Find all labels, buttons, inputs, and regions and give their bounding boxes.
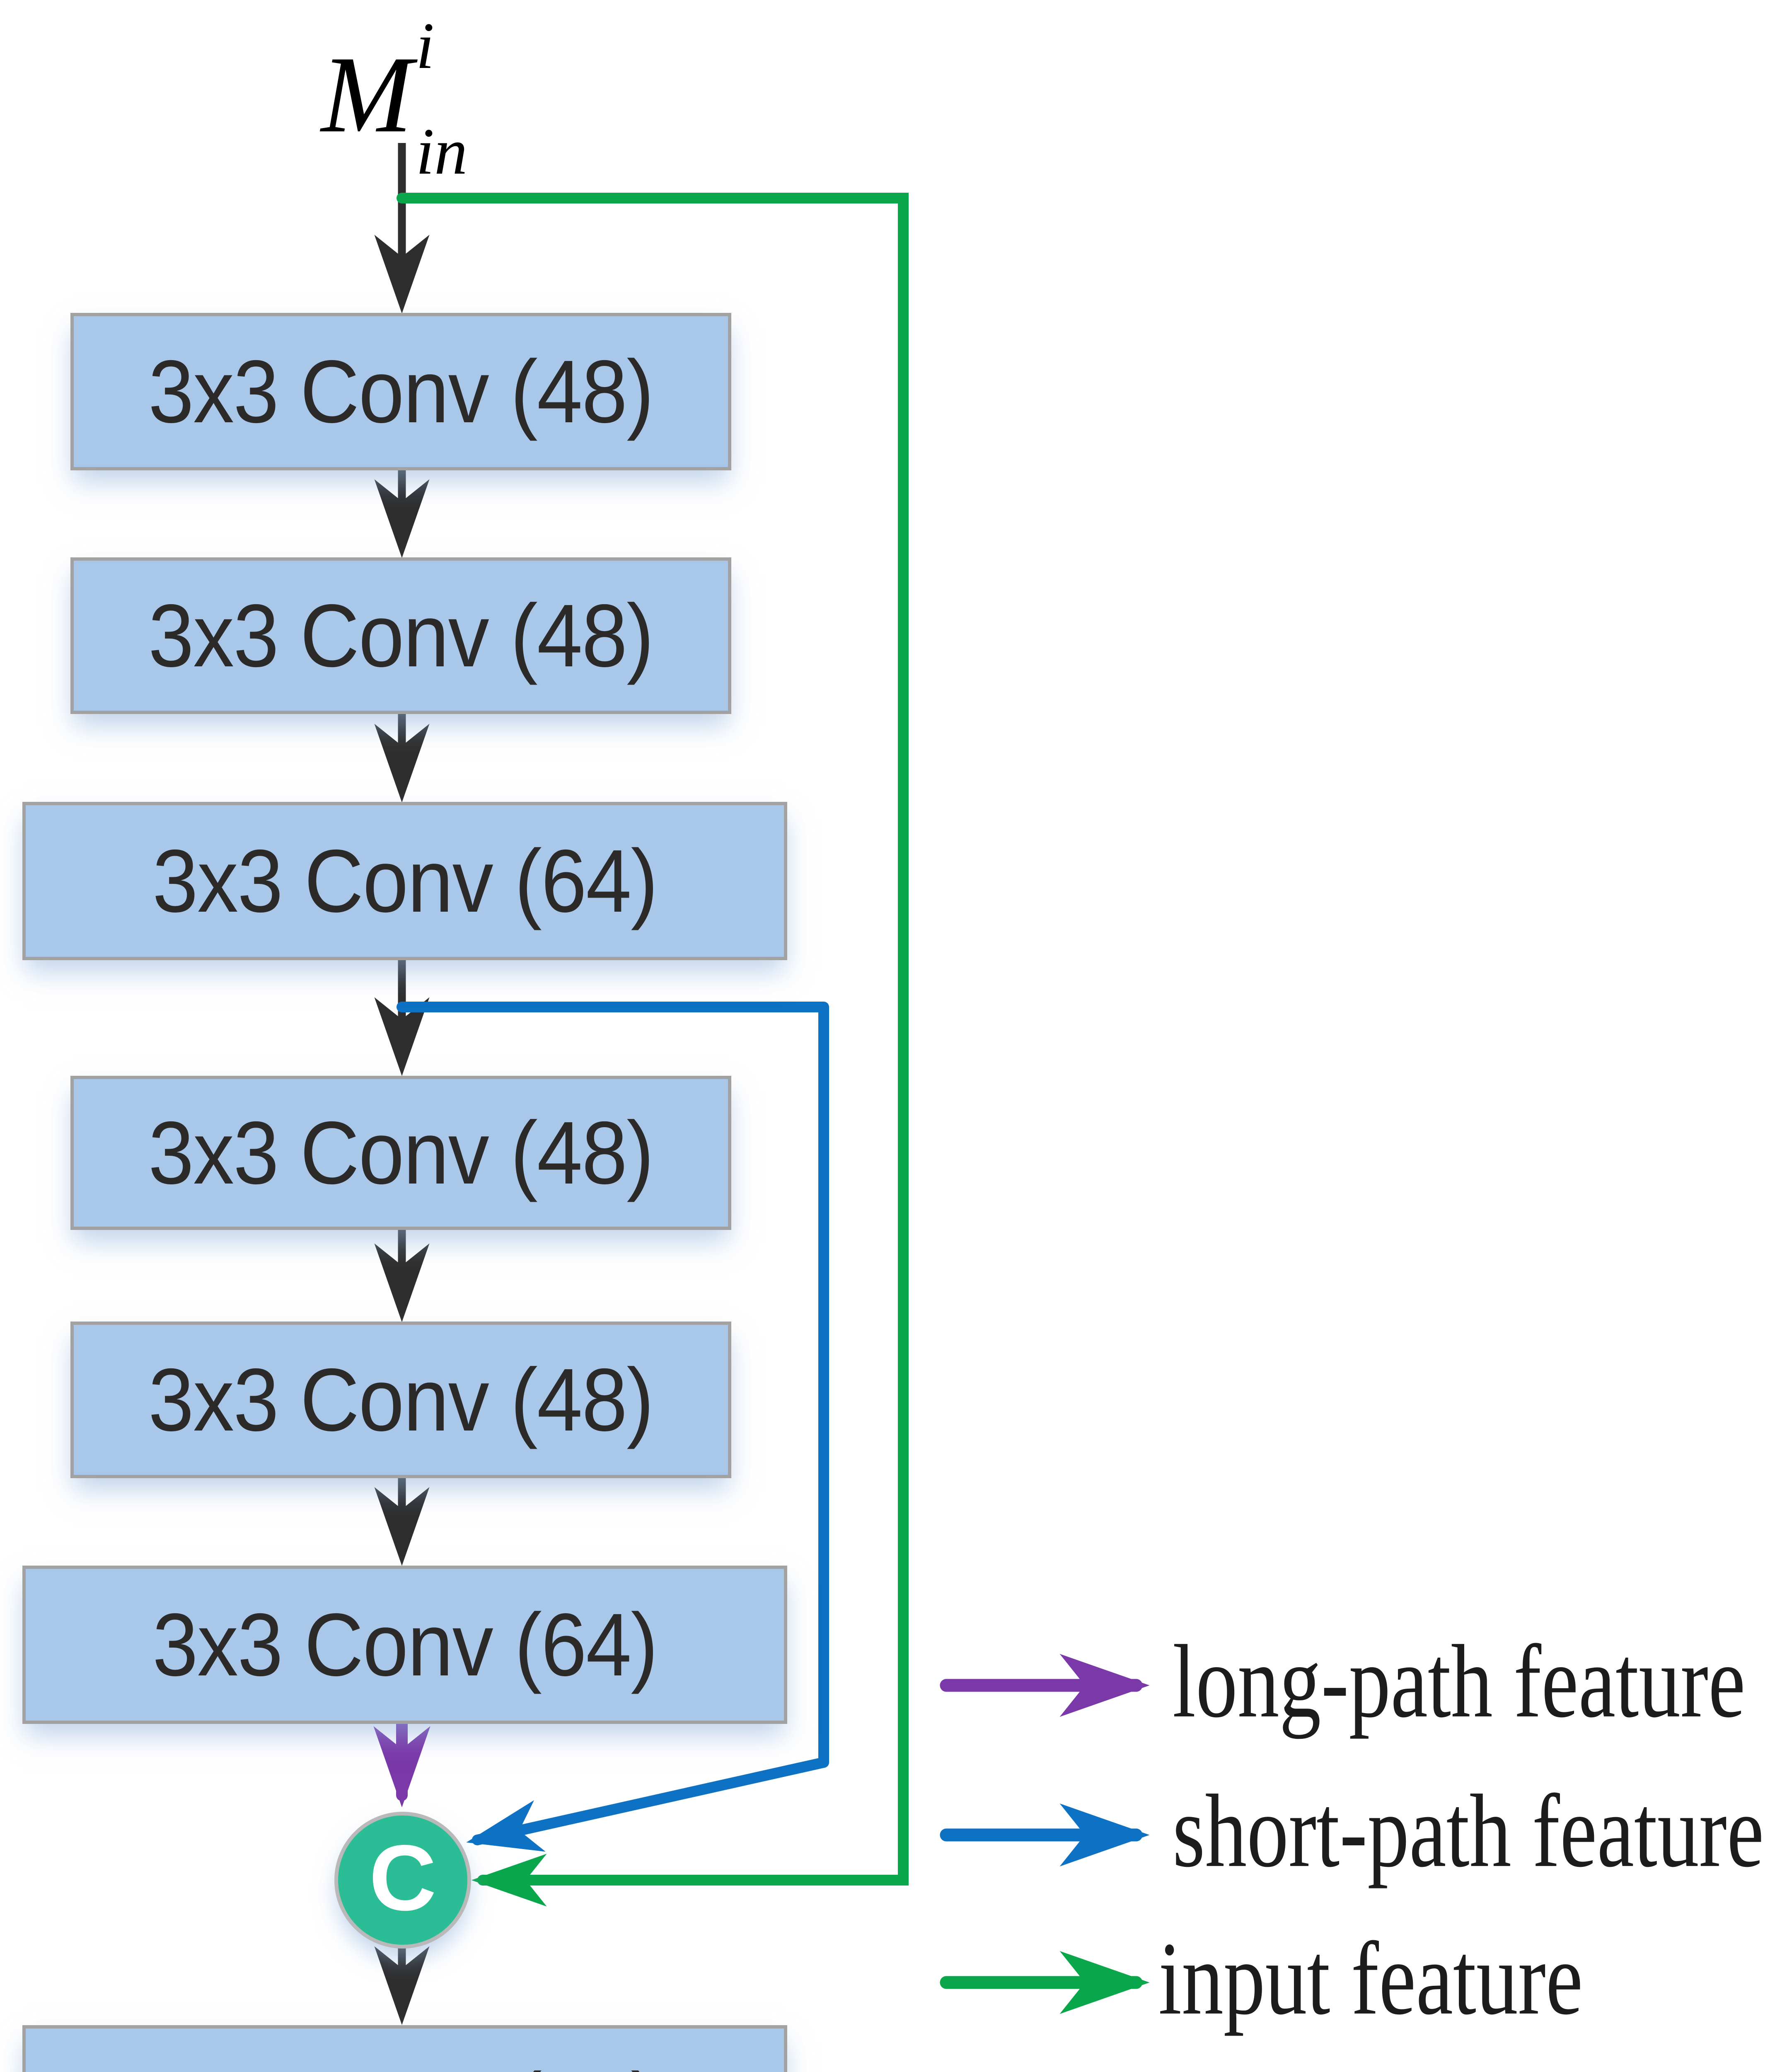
legend-label-input: input feature xyxy=(1158,1920,1583,2036)
conv-block-output-label: 1x1 Conv (64) xyxy=(152,2053,658,2072)
conv-block-6: 3x3 Conv (64) xyxy=(22,1566,787,1724)
input-tensor-superscript: i xyxy=(416,9,435,82)
input-tensor-symbol: M xyxy=(321,34,413,155)
conv-block-4-label: 3x3 Conv (48) xyxy=(148,1103,654,1203)
legend-label-long-path: long-path feature xyxy=(1173,1623,1746,1739)
input-feature-line xyxy=(397,193,909,1907)
conv-block-1-label: 3x3 Conv (48) xyxy=(148,341,654,441)
conv-block-2-label: 3x3 Conv (48) xyxy=(148,586,654,685)
input-tensor-label: M i in xyxy=(321,12,468,188)
input-tensor-subscript: in xyxy=(416,114,468,188)
conv-block-3-label: 3x3 Conv (64) xyxy=(152,831,658,931)
legend-label-short-path: short-path feature xyxy=(1173,1772,1764,1889)
conv-block-2: 3x3 Conv (48) xyxy=(70,557,731,714)
concat-node-label: C xyxy=(369,1825,437,1930)
concat-node: C xyxy=(334,1812,471,1949)
conv-block-5: 3x3 Conv (48) xyxy=(70,1322,731,1478)
conv-block-4: 3x3 Conv (48) xyxy=(70,1076,731,1230)
conv-block-output: 1x1 Conv (64) xyxy=(22,2025,787,2072)
conv-block-1: 3x3 Conv (48) xyxy=(70,313,731,470)
conv-block-5-label: 3x3 Conv (48) xyxy=(148,1350,654,1450)
conv-block-3: 3x3 Conv (64) xyxy=(22,802,787,960)
short-path-feature-line xyxy=(397,1002,829,1852)
conv-block-6-label: 3x3 Conv (64) xyxy=(152,1595,658,1694)
